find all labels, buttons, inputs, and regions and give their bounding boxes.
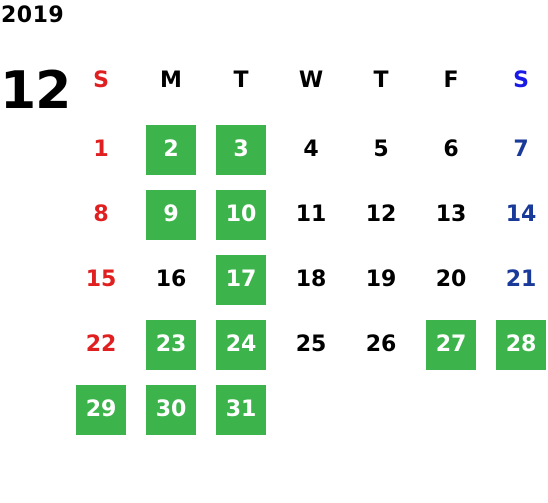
weekday-header-wed: W [298, 67, 324, 93]
day-cell-31: 31 [216, 385, 266, 435]
day-cell-3: 3 [216, 125, 266, 175]
weekday-header-fri: F [443, 67, 459, 93]
day-cell-21: 21 [505, 267, 537, 292]
day-cell-28: 28 [496, 320, 546, 370]
day-cell-6: 6 [443, 137, 459, 162]
year-label: 2019 [1, 3, 65, 28]
weekday-header-sun: S [93, 67, 109, 93]
day-cell-11: 11 [295, 202, 327, 227]
weekday-header-sat: S [513, 67, 529, 93]
day-cell-27: 27 [426, 320, 476, 370]
weekday-header-mon: M [160, 67, 182, 93]
day-cell-29: 29 [76, 385, 126, 435]
day-cell-9: 9 [146, 190, 196, 240]
day-cell-20: 20 [435, 267, 467, 292]
day-cell-19: 19 [365, 267, 397, 292]
day-cell-30: 30 [146, 385, 196, 435]
day-cell-22: 22 [85, 332, 117, 357]
weekday-header-thu: T [373, 67, 389, 93]
day-cell-26: 26 [365, 332, 397, 357]
day-cell-17: 17 [216, 255, 266, 305]
day-cell-10: 10 [216, 190, 266, 240]
day-cell-16: 16 [155, 267, 187, 292]
day-cell-8: 8 [93, 202, 109, 227]
day-cell-2: 2 [146, 125, 196, 175]
day-cell-12: 12 [365, 202, 397, 227]
day-cell-13: 13 [435, 202, 467, 227]
day-cell-15: 15 [85, 267, 117, 292]
day-cell-4: 4 [303, 137, 319, 162]
weekday-header-tue: T [233, 67, 249, 93]
day-cell-24: 24 [216, 320, 266, 370]
day-cell-25: 25 [295, 332, 327, 357]
day-cell-5: 5 [373, 137, 389, 162]
day-cell-1: 1 [93, 137, 109, 162]
day-cell-18: 18 [295, 267, 327, 292]
month-label: 12 [0, 61, 71, 121]
day-cell-7: 7 [513, 137, 529, 162]
day-cell-14: 14 [505, 202, 537, 227]
day-cell-23: 23 [146, 320, 196, 370]
